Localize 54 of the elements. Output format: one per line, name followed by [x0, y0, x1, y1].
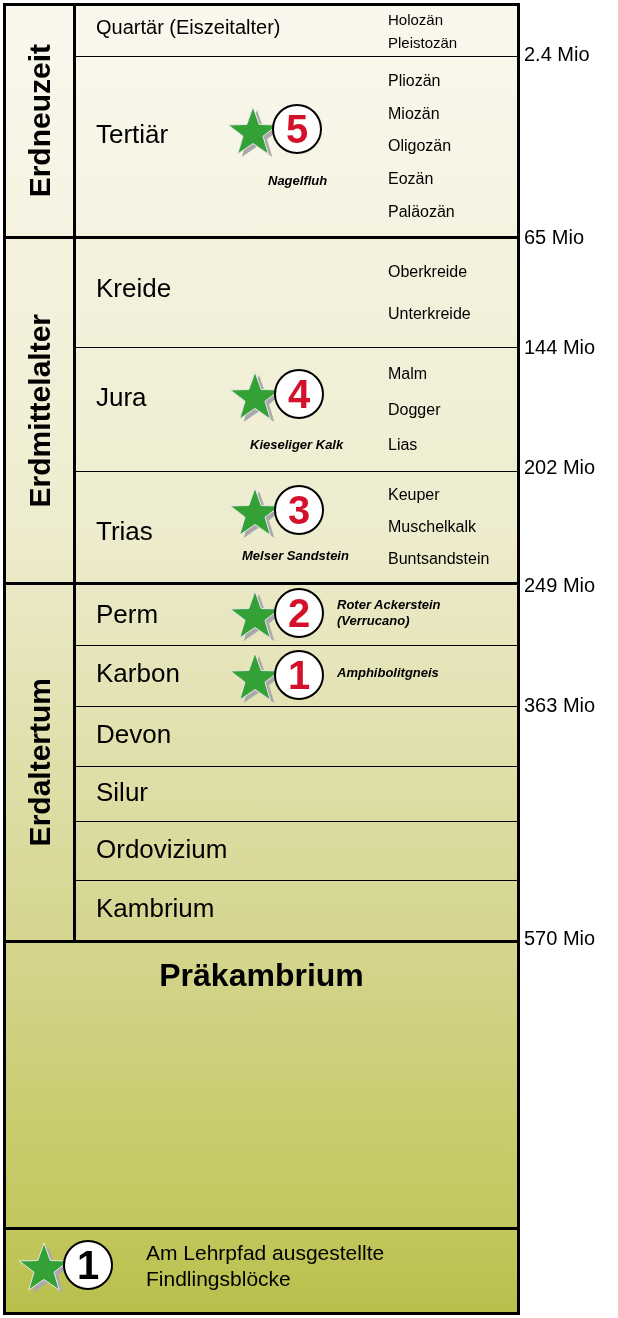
period-name: Silur	[96, 777, 148, 809]
epoch-name: Unterkreide	[388, 305, 471, 323]
period-name: Karbon	[96, 658, 180, 690]
number-badge: 3	[274, 485, 324, 535]
epoch-name: Lias	[388, 435, 419, 454]
period-band	[3, 940, 520, 1230]
period-name: Jura	[96, 382, 147, 414]
epoch-name: Pleistozän	[388, 33, 458, 51]
rock-name-caption: Roter Ackerstein (Verrucano)	[337, 597, 442, 629]
rock-name-caption: Nagelfluh	[268, 173, 328, 189]
period-name: Ordovizium	[96, 834, 228, 866]
age-label: 249 Mio	[524, 573, 596, 597]
era-band	[3, 236, 520, 585]
era-label: Erdmittelalter	[22, 313, 57, 508]
epoch-name: Eozän	[388, 170, 435, 189]
epoch-name: Paläozän	[388, 203, 455, 222]
number-badge: 2	[274, 588, 324, 638]
number-badge: 5	[272, 104, 322, 154]
age-label: 65 Mio	[524, 225, 585, 249]
period-name: Präkambrium	[158, 957, 365, 994]
rock-name-caption: Melser Sandstein	[242, 548, 349, 564]
epoch-name: Holozän	[388, 11, 445, 29]
epoch-name: Muschelkalk	[388, 518, 478, 536]
epoch-name: Buntsandstein	[388, 550, 490, 568]
period-name: Kreide	[96, 273, 172, 305]
epoch-name: Malm	[388, 365, 429, 384]
age-label: 144 Mio	[524, 335, 596, 359]
epoch-name: Oligozän	[388, 137, 453, 156]
rock-name-caption: Amphibolitgneis	[337, 665, 440, 681]
epoch-name: Dogger	[388, 400, 441, 419]
epoch-name: Keuper	[388, 486, 441, 504]
era-band	[3, 3, 520, 239]
era-band	[3, 582, 520, 943]
age-label: 202 Mio	[524, 455, 596, 479]
age-label: 2.4 Mio	[524, 42, 590, 66]
period-name: Trias	[96, 516, 153, 548]
era-label: Erdneuzeit	[22, 44, 57, 198]
number-badge: 1	[274, 650, 324, 700]
age-label: 570 Mio	[524, 926, 596, 950]
legend-text: Am Lehrpfad ausgestellte Findlingsblöcke	[146, 1240, 386, 1293]
period-name: Tertiär	[96, 119, 169, 151]
legend-box	[3, 1227, 520, 1315]
period-name: Perm	[96, 599, 159, 631]
epoch-name: Miozän	[388, 104, 441, 123]
epoch-name: Oberkreide	[388, 263, 469, 281]
period-name: Kambrium	[96, 893, 215, 925]
epoch-name: Pliozän	[388, 71, 442, 90]
era-label: Erdaltertum	[22, 678, 57, 847]
number-badge: 1	[63, 1240, 113, 1290]
number-badge: 4	[274, 369, 324, 419]
period-name: Quartär (Eiszeitalter)	[96, 16, 281, 39]
rock-name-caption: Kieseliger Kalk	[250, 437, 344, 453]
period-name: Devon	[96, 719, 172, 751]
age-label: 363 Mio	[524, 693, 596, 717]
